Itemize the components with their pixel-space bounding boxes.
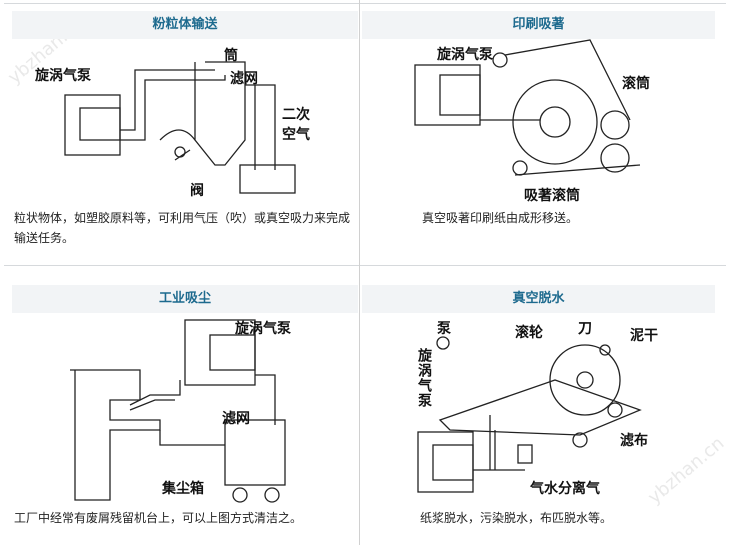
powder-conveying-diagram — [64, 61, 296, 194]
label-suction-roller: 吸著滚筒 — [524, 188, 580, 204]
label-pump: 旋涡气泵 — [416, 348, 432, 408]
middle-divider — [4, 265, 726, 266]
top-divider — [4, 3, 726, 4]
machine — [70, 369, 161, 501]
caption-print-suction: 真空吸著印刷纸由成形移送。 — [422, 211, 579, 225]
panel-title-print-suction: 印刷吸著 — [362, 11, 715, 39]
label-pump: 旋涡气泵 — [437, 47, 493, 63]
separator — [517, 444, 533, 464]
caption-industrial-dust: 工厂中经常有废屑残留机台上，可以上图方式清洁之。 — [14, 511, 303, 525]
print-suction-diagram — [414, 39, 641, 176]
panel-title-industrial-dust: 工业吸尘 — [12, 285, 358, 313]
label-knife: 刀 — [578, 321, 592, 337]
panel-title-powder-conveying: 粉粒体输送 — [12, 11, 358, 39]
label-pump-top: 泵 — [437, 321, 451, 337]
valve-icon — [174, 146, 186, 158]
bin — [239, 164, 296, 194]
label-valve: 阀 — [190, 183, 204, 199]
roller-top — [600, 110, 630, 140]
label-secondary-air: 二次空气 — [282, 107, 310, 143]
drum — [549, 344, 621, 416]
dust-box — [224, 419, 286, 486]
panel-title-vacuum-dewatering: 真空脱水 — [362, 285, 715, 313]
label-separator: 气水分离气 — [530, 481, 600, 497]
caption-powder-conveying: 粒状物体，如塑胶原料等，可利用气压（吹）或真空吸力来完成输送任务。 — [14, 211, 351, 245]
suction-roller — [512, 79, 598, 165]
label-filter: 滤网 — [230, 71, 258, 87]
label-filter: 滤网 — [222, 411, 250, 427]
label-dust-box: 集尘箱 — [162, 481, 204, 497]
label-pump: 旋涡气泵 — [235, 321, 291, 337]
label-filter-cloth: 滤布 — [620, 433, 648, 449]
label-mud: 泥干 — [630, 328, 658, 344]
label-roller: 滚筒 — [622, 76, 650, 92]
caption-vacuum-dewatering: 纸浆脱水，污染脱水，布匹脱水等。 — [420, 511, 613, 525]
roller-bottom — [600, 143, 630, 173]
label-pump: 旋涡气泵 — [35, 68, 91, 84]
label-tube: 筒 — [224, 48, 238, 64]
label-roller: 滚轮 — [515, 325, 543, 341]
industrial-dust-diagram — [70, 319, 286, 503]
column-divider — [359, 0, 360, 545]
pump-icon — [417, 431, 474, 493]
